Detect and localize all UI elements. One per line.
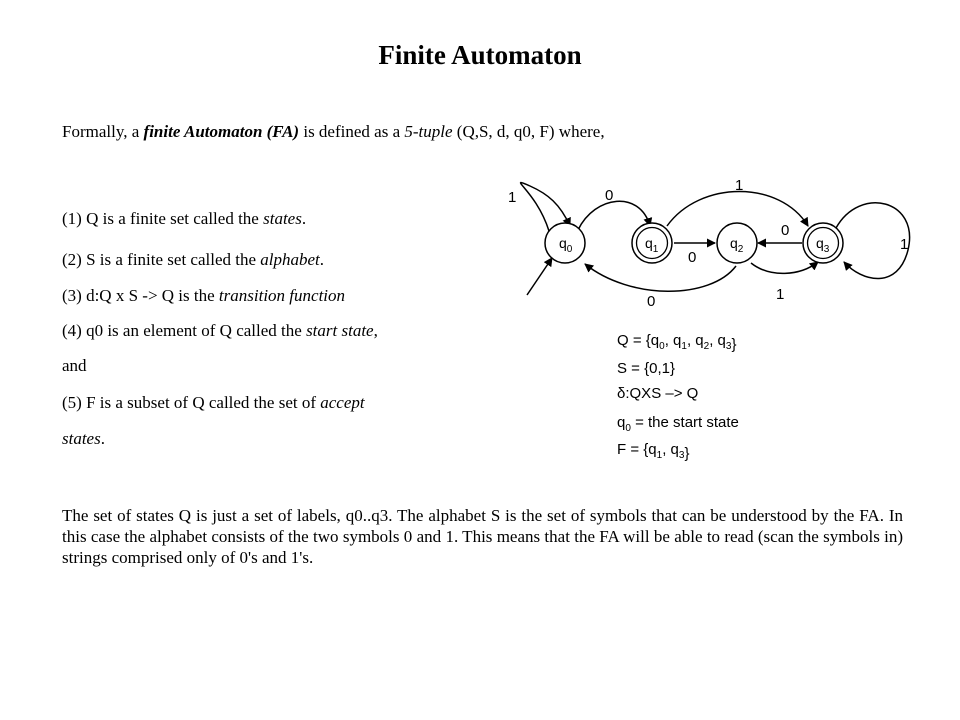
definition-line: S = {0,1}	[617, 360, 675, 377]
label-q2-q0: 0	[647, 293, 655, 310]
label-q1-q2: 0	[688, 249, 696, 266]
label-q2-lower: 1	[776, 286, 784, 303]
explanation-paragraph: The set of states Q is just a set of lab…	[62, 506, 903, 567]
item-punct: .	[319, 250, 325, 269]
state-q2-label: q2	[730, 235, 744, 255]
edge-q0-self	[519, 181, 571, 232]
intro-tuple: 5-tuple	[404, 122, 453, 141]
item-emphasis: states	[62, 429, 101, 448]
definition-item: (2) S is a finite set called the alphabe…	[62, 250, 324, 270]
edge-q0-q1	[577, 200, 653, 231]
item-emphasis: accept	[320, 393, 365, 412]
state-q3: q3	[802, 222, 844, 264]
definition-item: (5) F is a subset of Q called the set of…	[62, 393, 365, 413]
item-punct: .	[301, 209, 307, 228]
definition-item: (3) d:Q x S -> Q is the transition funct…	[62, 286, 345, 306]
state-q3-label: q3	[816, 235, 830, 255]
edge-q1-q3	[666, 190, 809, 227]
state-q2: q2	[716, 222, 758, 264]
label-q3-self: 1	[900, 236, 908, 253]
item-text: (2) S is a finite set called the	[62, 250, 261, 269]
state-q0: q0	[544, 222, 586, 264]
intro-term: finite Automaton (FA)	[143, 122, 300, 141]
edge-q3-self	[835, 202, 911, 280]
definition-item: (1) Q is a finite set called the states.	[62, 209, 306, 229]
item-text: (3) d:Q x S -> Q is the	[62, 286, 219, 305]
intro-line: Formally, a finite Automaton (FA) is def…	[62, 122, 605, 142]
item-punct: ,	[373, 321, 378, 340]
edge-q2-q3-lower	[750, 261, 819, 275]
definition-line: q0 = the start state	[617, 414, 739, 434]
item-emphasis: states	[263, 209, 302, 228]
definition-line: Q = {q0, q1, q2, q3}	[617, 332, 736, 353]
item-text: (5) F is a subset of Q called the set of	[62, 393, 321, 412]
state-q1: q1	[631, 222, 673, 264]
state-q0-label: q0	[559, 235, 573, 255]
edge-q2-q0	[584, 263, 737, 292]
item-punct: .	[100, 429, 105, 448]
definition-item: and	[62, 356, 87, 376]
item-emphasis: start state	[306, 321, 374, 340]
item-text: (1) Q is a finite set called the	[62, 209, 264, 228]
label-q3-q2: 0	[781, 222, 789, 239]
item-text: (4) q0 is an element of Q called the	[62, 321, 307, 340]
definition-line: δ:QXS –> Q	[617, 385, 698, 402]
intro-pre: Formally, a	[62, 122, 144, 141]
definition-item: (4) q0 is an element of Q called the sta…	[62, 321, 378, 341]
definition-line: F = {q1, q3}	[617, 441, 689, 462]
item-emphasis: alphabet	[260, 250, 320, 269]
state-q1-label: q1	[645, 235, 659, 255]
start-arrow	[526, 257, 553, 296]
intro-mid: is defined as a	[299, 122, 405, 141]
item-text: and	[62, 356, 87, 375]
intro-post: (Q,S, d, q0, F) where,	[452, 122, 605, 141]
formal-definition: Q = {q0, q1, q2, q3} S = {0,1} δ:QXS –> Q q…	[617, 332, 739, 462]
item-emphasis: transition function	[218, 286, 346, 305]
page-title: Finite Automaton	[378, 40, 582, 70]
definition-item: states.	[62, 429, 105, 449]
label-q0-self: 1	[508, 189, 516, 206]
label-q0-q1: 0	[605, 187, 613, 204]
label-q1-q3: 1	[735, 177, 743, 194]
